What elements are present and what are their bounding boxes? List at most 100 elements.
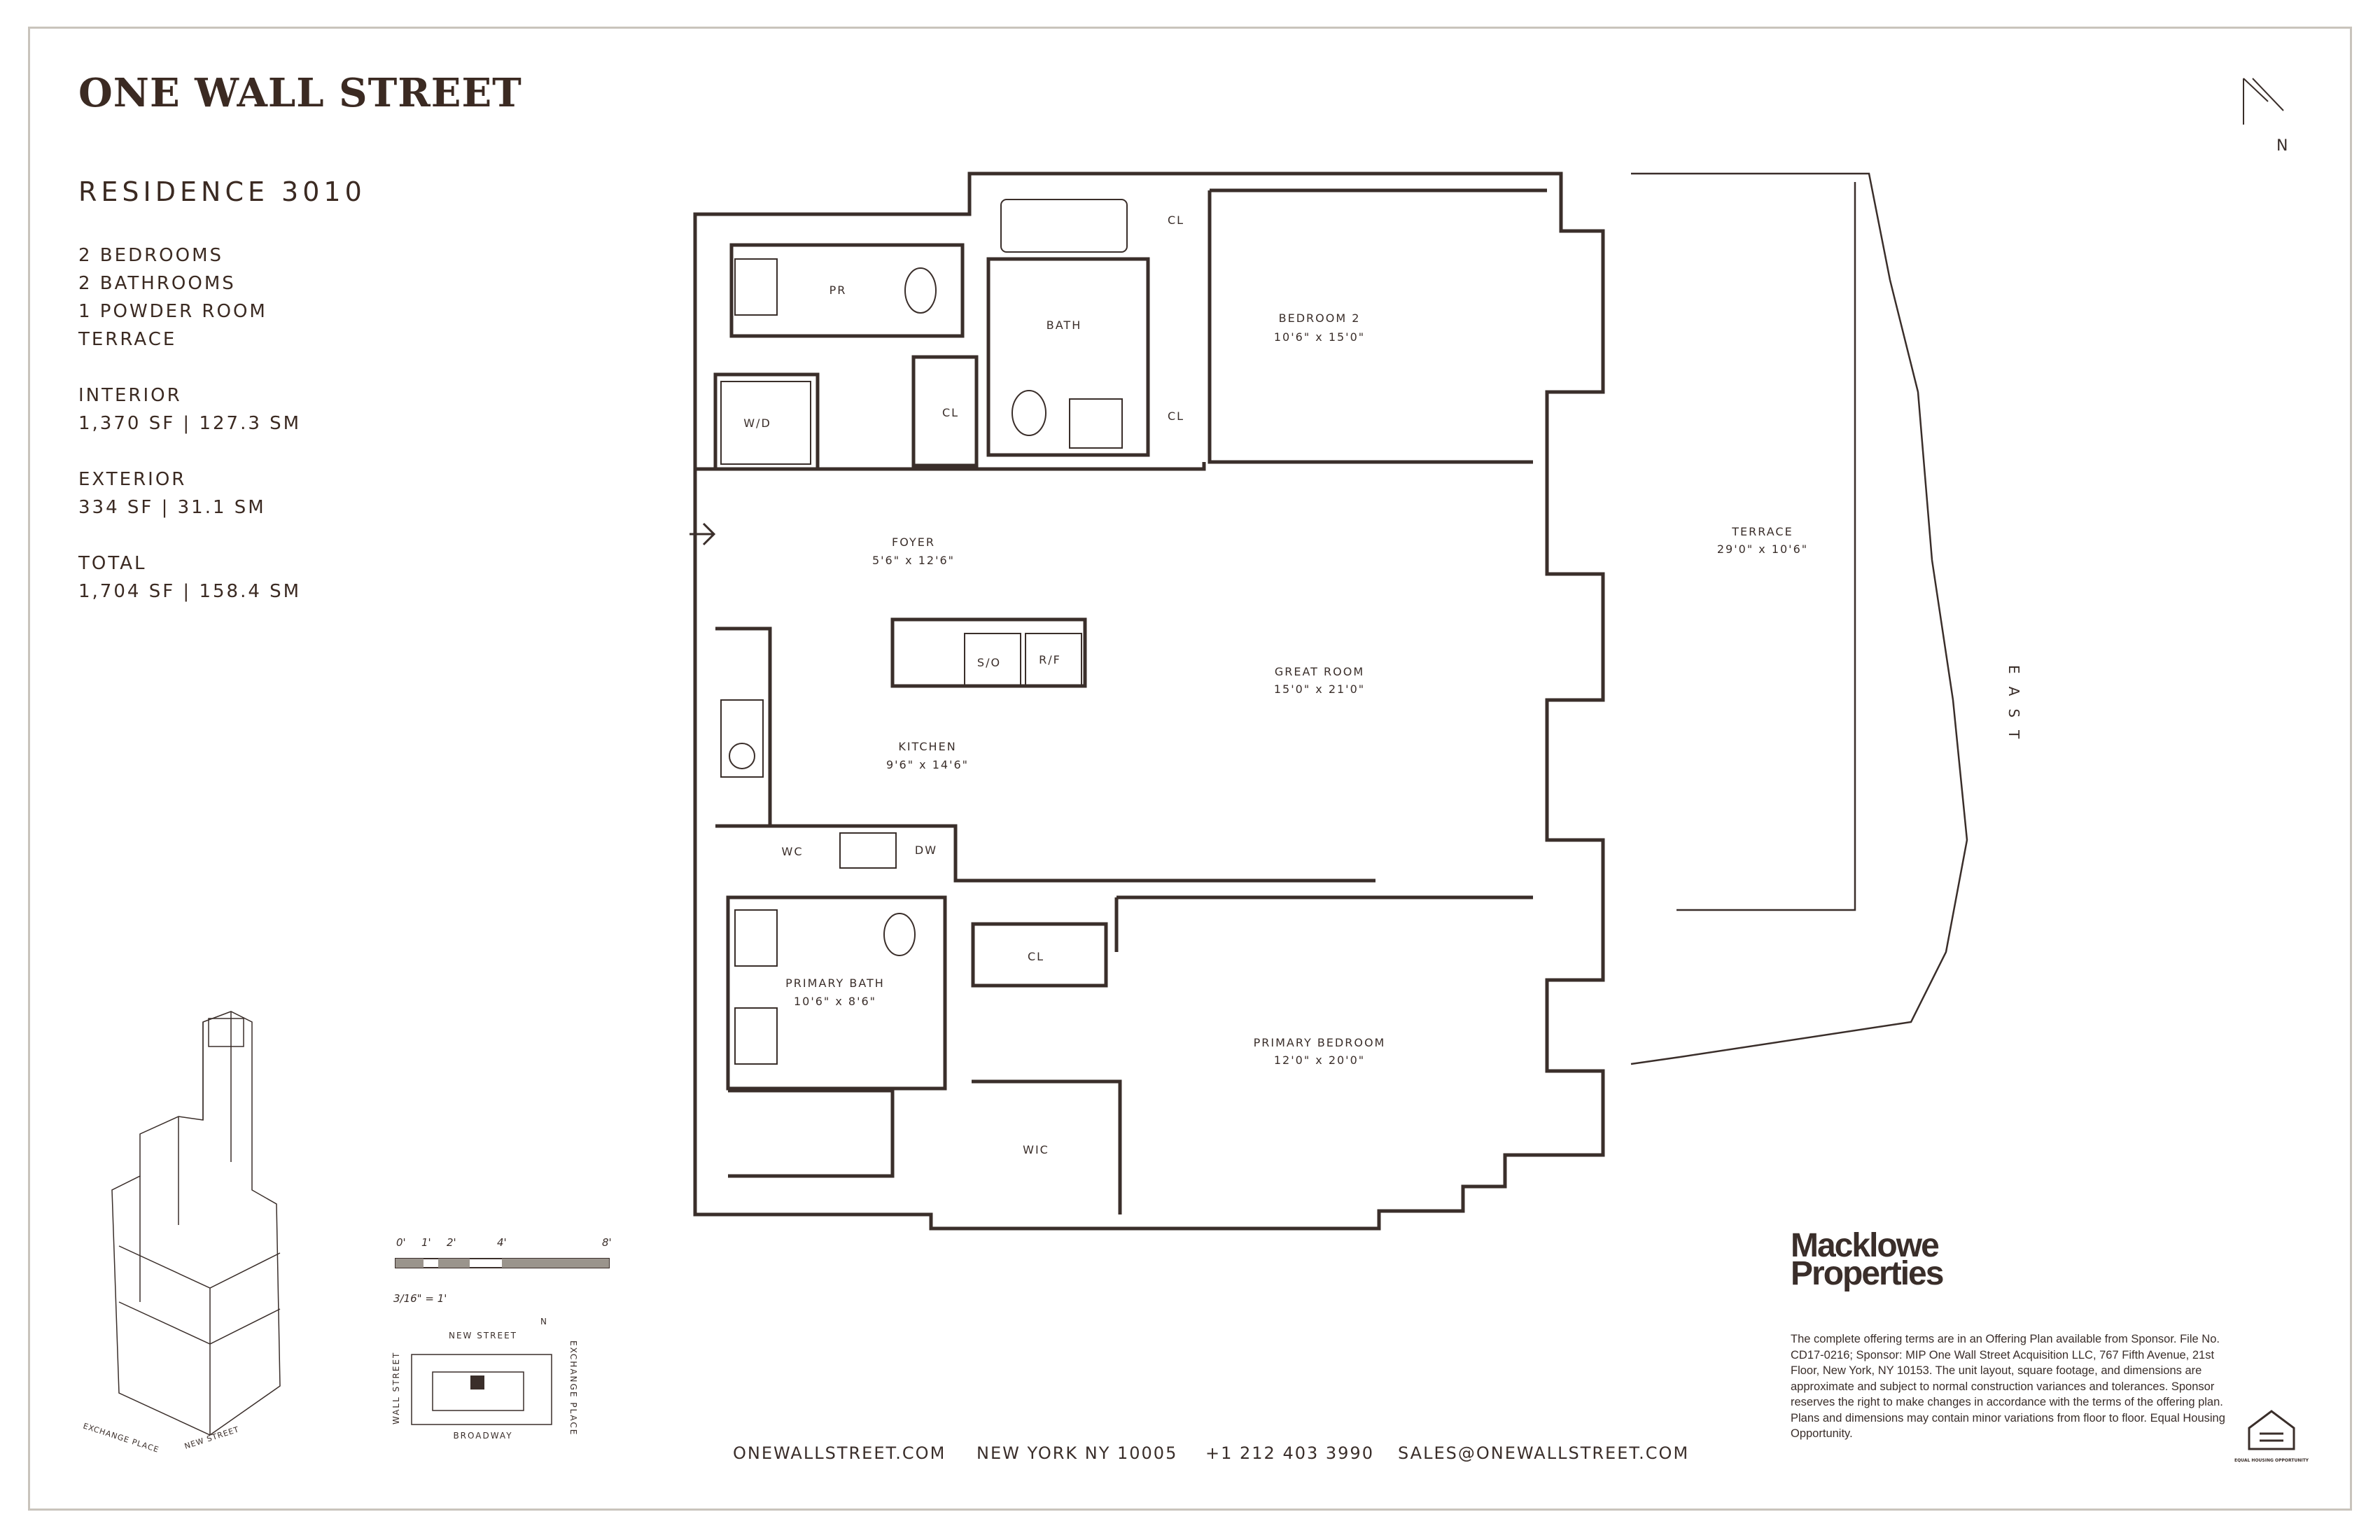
equal-housing-icon: [2248, 1410, 2295, 1450]
key-plan: [411, 1354, 552, 1425]
sink-primary-2: [734, 1007, 778, 1065]
summary-powder-room: 1 POWDER ROOM: [78, 301, 267, 322]
unit-summary: 2 BEDROOMS 2 BATHROOMS 1 POWDER ROOM TER…: [78, 241, 301, 354]
summary-bathrooms: 2 BATHROOMS: [78, 273, 236, 294]
label-so: S/O: [977, 656, 1001, 669]
label-bedroom2: BEDROOM 2: [1279, 312, 1361, 325]
cooktop: [720, 699, 764, 778]
sink-kitchen: [729, 743, 755, 769]
footer-phone[interactable]: +1 212 403 3990: [1205, 1443, 1374, 1463]
label-bath: BATH: [1046, 318, 1082, 332]
building-illustration: [111, 1011, 281, 1436]
wall-bed-primary: [1114, 895, 1533, 952]
label-kitchen: KITCHEN: [898, 740, 956, 753]
label-cl-top: CL: [1168, 214, 1184, 227]
wall-wic: [972, 1079, 1122, 1214]
label-great-room-dim: 15'0" x 21'0": [1274, 682, 1365, 696]
interior-value: 1,370 SF | 127.3 SM: [78, 413, 302, 434]
scale-ratio: 3/16" = 1': [393, 1292, 447, 1305]
scale-bar: [395, 1258, 610, 1268]
outer-wall: [693, 172, 1605, 1231]
page-frame: [28, 27, 2352, 1511]
wall-kitchen-left: [715, 626, 772, 828]
keyplan-north: N: [540, 1317, 548, 1326]
total-area: TOTAL 1,704 SF | 158.4 SM: [78, 550, 301, 606]
total-label: TOTAL: [78, 553, 147, 574]
label-wd: W/D: [743, 416, 771, 430]
footer-email[interactable]: SALES@ONEWALLSTREET.COM: [1398, 1443, 1690, 1463]
exterior-area: EXTERIOR 334 SF | 31.1 SM: [78, 465, 301, 522]
label-cl-primary: CL: [1028, 950, 1044, 963]
legal-disclaimer: The complete offering terms are in an Of…: [1791, 1333, 2225, 1440]
compass-icon: [2243, 78, 2284, 125]
wall-closet-bottom: [728, 1088, 895, 1178]
footer-city: NEW YORK NY 10005: [976, 1443, 1178, 1463]
label-primary-bath-dim: 10'6" x 8'6": [794, 995, 876, 1008]
rf-appliance: [1025, 633, 1082, 687]
equal-housing-text: EQUAL HOUSING OPPORTUNITY: [2234, 1458, 2309, 1463]
label-foyer: FOYER: [892, 536, 935, 549]
tub: [1000, 199, 1128, 253]
terrace-railing: [1676, 182, 1856, 911]
summary-bedrooms: 2 BEDROOMS: [78, 245, 224, 266]
compass-north: N: [2276, 137, 2288, 155]
label-terrace-dim: 29'0" x 10'6": [1717, 542, 1808, 556]
keyplan-top: NEW STREET: [449, 1331, 517, 1340]
footer-website[interactable]: ONEWALLSTREET.COM: [733, 1443, 946, 1463]
label-terrace: TERRACE: [1731, 525, 1793, 538]
wd-unit: [720, 381, 811, 465]
wall-island: [890, 617, 1087, 688]
toilet-bath: [1011, 390, 1046, 436]
label-wc: WC: [782, 845, 804, 858]
unit-specs: 2 BEDROOMS 2 BATHROOMS 1 POWDER ROOM TER…: [78, 241, 301, 634]
toilet-primary: [883, 913, 916, 956]
scale-tick-1: 1': [421, 1236, 431, 1249]
exterior-label: EXTERIOR: [78, 469, 187, 490]
exterior-value: 334 SF | 31.1 SM: [78, 497, 266, 518]
label-bedroom2-dim: 10'6" x 15'0": [1274, 330, 1365, 344]
developer-logo-line2: Properties: [1791, 1255, 1944, 1292]
scale-tick-0: 0': [396, 1236, 406, 1249]
sink-pr: [734, 258, 778, 316]
label-great-room: GREAT ROOM: [1275, 665, 1364, 678]
label-kitchen-dim: 9'6" x 14'6": [886, 758, 969, 771]
total-value: 1,704 SF | 158.4 SM: [78, 581, 302, 602]
scale-tick-2: 2': [447, 1236, 456, 1249]
keyplan-right: EXCHANGE PLACE: [568, 1340, 578, 1436]
label-wic: WIC: [1023, 1143, 1049, 1156]
label-dw: DW: [915, 844, 937, 857]
brand-title: ONE WALL STREET: [78, 70, 522, 116]
building-label-left: EXCHANGE PLACE: [82, 1421, 160, 1454]
terrace-outline: [1630, 172, 1968, 1065]
so-appliance: [964, 633, 1021, 687]
sink-primary-1: [734, 909, 778, 967]
scale-tick-8: 8': [602, 1236, 612, 1249]
wall-foyer: [695, 462, 1206, 471]
wall-bath: [986, 257, 1150, 457]
sink-bath: [1069, 398, 1123, 449]
keyplan-bottom: BROADWAY: [453, 1431, 512, 1441]
wall-top-row: [729, 243, 965, 338]
label-primary-bedroom-dim: 12'0" x 20'0": [1274, 1054, 1365, 1067]
toilet-pr: [904, 267, 937, 314]
label-pr: PR: [830, 284, 847, 297]
label-rf: R/F: [1039, 653, 1061, 666]
orientation-east: EAST: [2005, 665, 2022, 751]
wall-cl-primary: [971, 922, 1108, 988]
developer-logo-line1: Macklowe: [1791, 1227, 1940, 1264]
wall-bed2: [1208, 188, 1547, 464]
keyplan-left: WALL STREET: [391, 1352, 401, 1424]
label-cl-bed2: CL: [1168, 410, 1184, 423]
residence-title: RESIDENCE 3010: [78, 176, 366, 207]
scale-tick-4: 4': [497, 1236, 507, 1249]
interior-label: INTERIOR: [78, 385, 182, 406]
building-label-right: NEW STREET: [183, 1424, 241, 1451]
interior-area: INTERIOR 1,370 SF | 127.3 SM: [78, 382, 301, 438]
summary-terrace: TERRACE: [78, 329, 177, 350]
developer-logo: Macklowe Properties: [1791, 1227, 1944, 1292]
label-cl-mid: CL: [942, 406, 959, 419]
wall-primary-bath: [726, 895, 947, 1091]
wall-kitchen-base: [770, 824, 1376, 883]
entry-arrow: [690, 522, 716, 546]
